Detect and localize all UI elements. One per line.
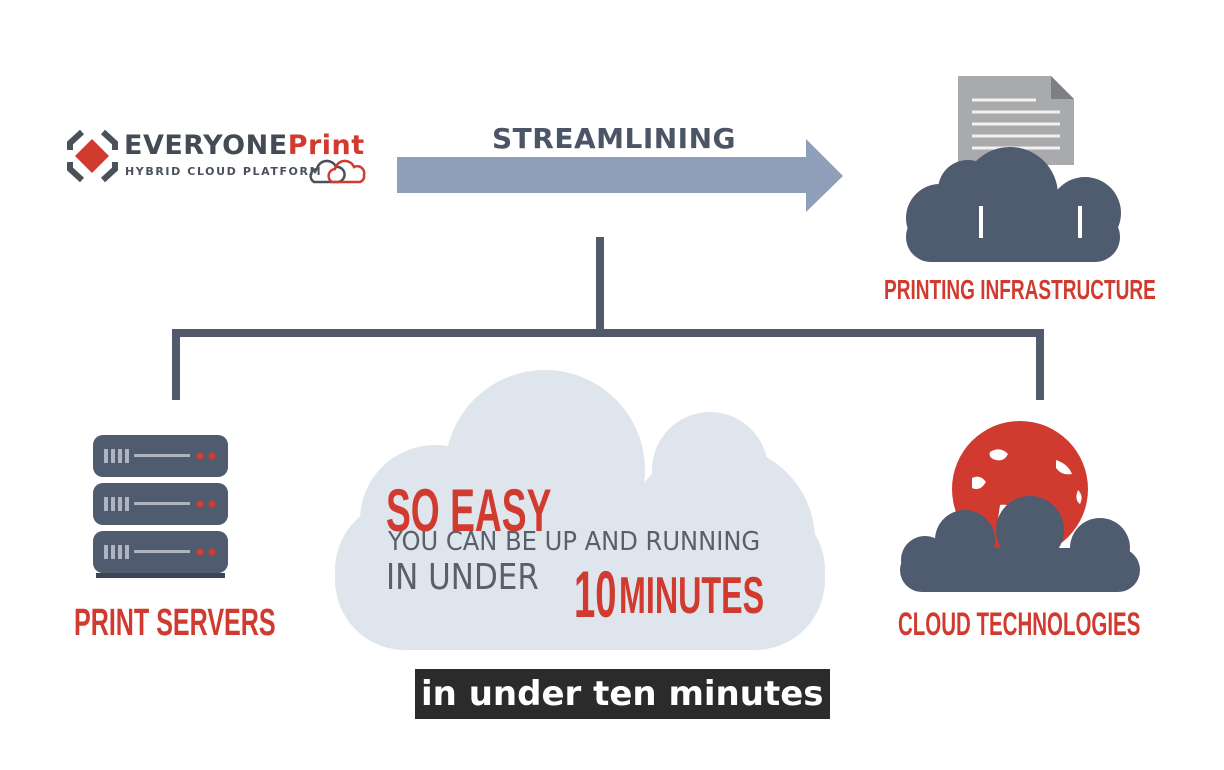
document-icon — [958, 76, 1074, 165]
printing-infrastructure-label: PRINTING INFRASTRUCTURE — [884, 274, 1156, 305]
up-and-running-text: YOU CAN BE UP AND RUNNING — [388, 527, 761, 557]
ten-number: 10 — [574, 557, 617, 631]
server-stack-icon — [93, 435, 228, 578]
logo-wordmark: EVERYONEPrint — [124, 130, 365, 161]
logo-brand-main: EVERYONE — [124, 130, 288, 161]
streamlining-arrow — [397, 139, 843, 212]
infrastructure-cloud-icon — [906, 147, 1121, 262]
streamlining-label: STREAMLINING — [492, 122, 737, 155]
so-easy-headline: SO EASY — [386, 477, 552, 544]
logo-tagline: HYBRID CLOUD PLATFORM — [125, 165, 323, 178]
video-caption: in under ten minutes — [415, 669, 830, 719]
logo-cloud-icon — [309, 159, 366, 184]
everyoneprint-logo-mark — [67, 129, 118, 183]
central-cloud-shape — [335, 370, 825, 650]
technology-cloud-icon — [900, 496, 1140, 592]
in-under-text: IN UNDER — [386, 557, 539, 598]
print-servers-label: PRINT SERVERS — [74, 602, 276, 644]
connector-lines — [172, 237, 1044, 400]
minutes-text: MINUTES — [619, 567, 765, 625]
logo-brand-accent: Print — [287, 130, 365, 161]
cloud-technologies-label: CLOUD TECHNOLOGIES — [898, 606, 1141, 642]
